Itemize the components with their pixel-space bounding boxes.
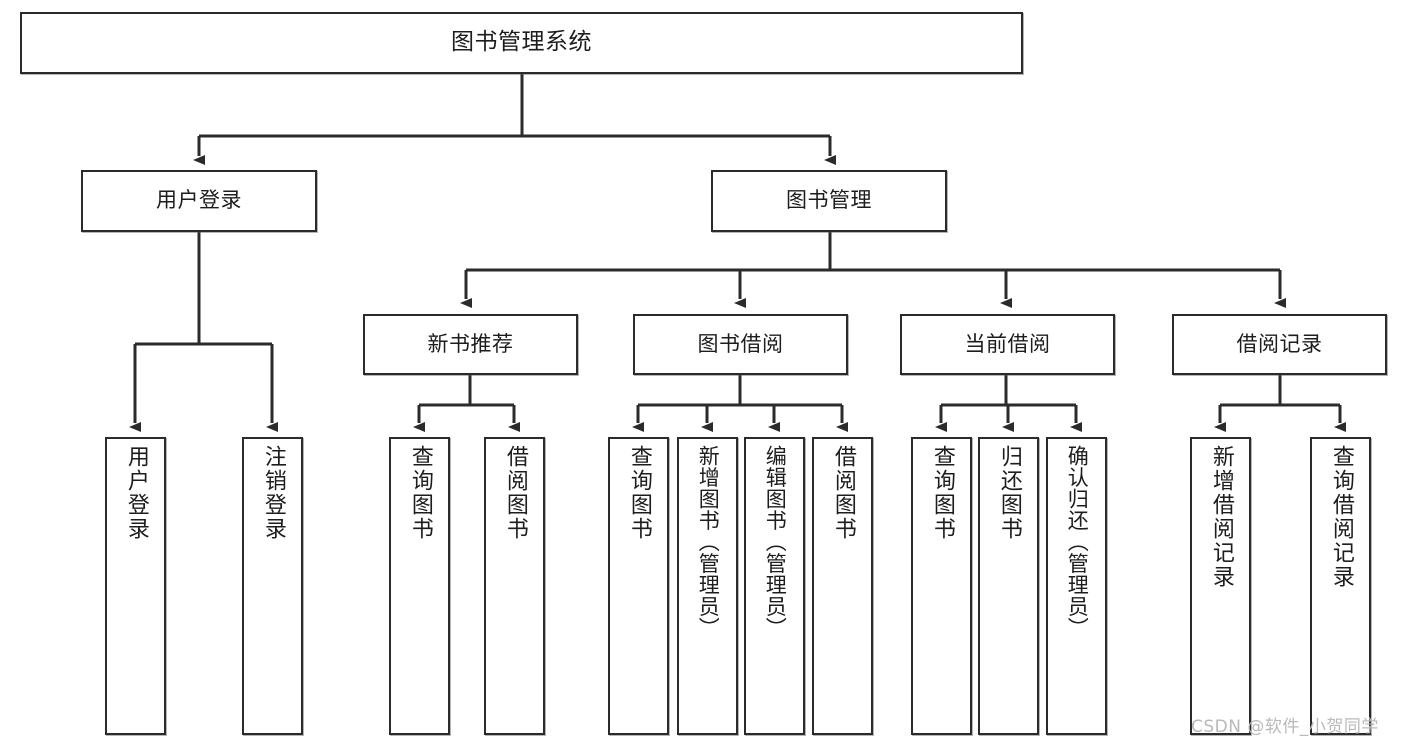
node-label: 确认归还（管理员） [1065, 445, 1090, 639]
node-label: 新增图书（管理员） [696, 445, 721, 639]
node-label: 图书管理系统 [451, 29, 592, 56]
node-label: 借阅记录 [1236, 331, 1323, 356]
node-label: 借阅图书 [502, 445, 528, 541]
node-leaf-add-record[interactable]: 新增借阅记录 [1190, 437, 1251, 735]
node-leaf-query-book-2[interactable]: 查询图书 [608, 437, 669, 735]
node-label: 编辑图书（管理员） [763, 445, 788, 639]
node-book-management[interactable]: 图书管理 [711, 170, 947, 232]
node-user-login[interactable]: 用户登录 [81, 170, 317, 232]
node-borrow-record[interactable]: 借阅记录 [1172, 314, 1387, 375]
node-leaf-return-book[interactable]: 归还图书 [978, 437, 1039, 735]
node-leaf-confirm-return[interactable]: 确认归还（管理员） [1046, 437, 1107, 735]
node-label: 查询借阅记录 [1328, 445, 1354, 589]
node-label: 用户登录 [123, 445, 149, 541]
node-label: 图书借阅 [697, 331, 784, 356]
node-leaf-add-book[interactable]: 新增图书（管理员） [677, 437, 738, 735]
node-label: 注销登录 [260, 445, 286, 541]
node-label: 新书推荐 [427, 331, 514, 356]
node-label: 用户登录 [156, 188, 242, 213]
node-label: 查询图书 [407, 445, 433, 541]
node-label: 新增借阅记录 [1208, 445, 1234, 589]
node-new-book-recommend[interactable]: 新书推荐 [363, 314, 578, 375]
node-leaf-user-login[interactable]: 用户登录 [105, 437, 166, 735]
node-leaf-query-book-3[interactable]: 查询图书 [911, 437, 972, 735]
node-leaf-user-logout[interactable]: 注销登录 [242, 437, 303, 735]
node-label: 当前借阅 [964, 331, 1051, 356]
node-leaf-edit-book[interactable]: 编辑图书（管理员） [744, 437, 805, 735]
node-label: 图书管理 [786, 188, 872, 213]
node-label: 查询图书 [626, 445, 652, 541]
node-label: 归还图书 [996, 445, 1022, 541]
node-book-management-system[interactable]: 图书管理系统 [20, 12, 1023, 74]
node-leaf-borrow-book-1[interactable]: 借阅图书 [484, 437, 545, 735]
node-label: 查询图书 [929, 445, 955, 541]
node-leaf-borrow-book-2[interactable]: 借阅图书 [812, 437, 873, 735]
node-label: 借阅图书 [830, 445, 856, 541]
node-leaf-query-book-1[interactable]: 查询图书 [389, 437, 450, 735]
node-current-borrow[interactable]: 当前借阅 [900, 314, 1115, 375]
node-book-borrow[interactable]: 图书借阅 [633, 314, 848, 375]
node-leaf-query-record[interactable]: 查询借阅记录 [1310, 437, 1371, 735]
